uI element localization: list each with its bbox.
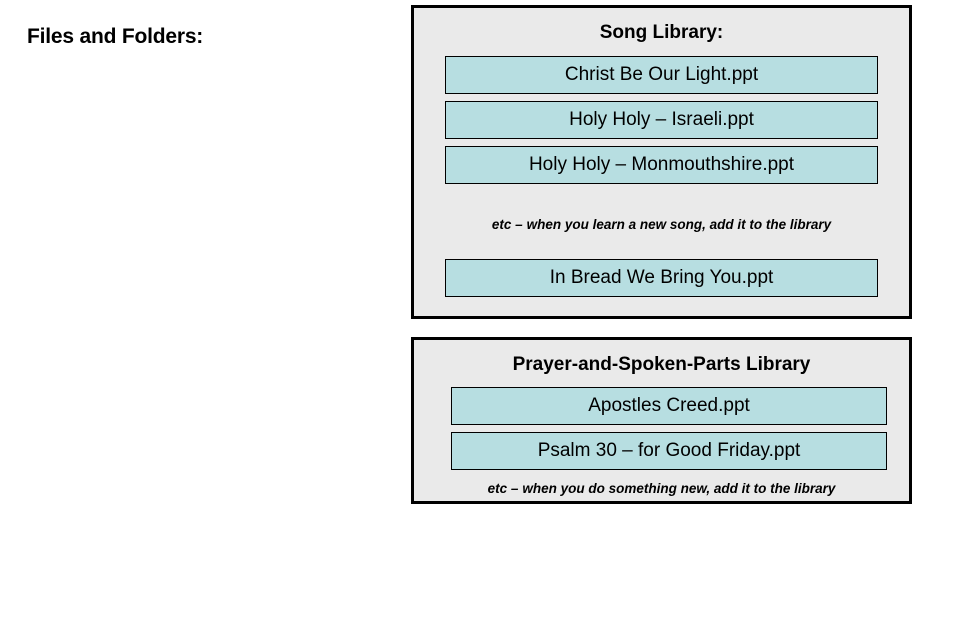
prayer-library-note-lead: etc – <box>487 481 519 496</box>
prayer-library-note: etc –when you do something new, add it t… <box>414 480 909 498</box>
list-item[interactable]: Holy Holy – Monmouthshire.ppt <box>445 146 878 184</box>
prayer-library-title: Prayer-and-Spoken-Parts Library <box>512 354 811 375</box>
list-item[interactable]: Apostles Creed.ppt <box>451 387 887 425</box>
prayer-library-note-text: when you do something new, add it to the… <box>522 481 836 496</box>
song-library-note-lead: etc – <box>491 217 523 232</box>
song-library-panel: Song Library: Christ Be Our Light.ppt Ho… <box>411 5 912 319</box>
song-library-item-list: Christ Be Our Light.ppt Holy Holy – Isra… <box>445 56 878 184</box>
song-library-title: Song Library: <box>599 22 724 43</box>
list-item[interactable]: Psalm 30 – for Good Friday.ppt <box>451 432 887 470</box>
song-library-note-text: when you learn a new song, add it to the… <box>526 217 832 232</box>
song-library-item-list-extra: In Bread We Bring You.ppt <box>445 259 878 297</box>
prayer-library-panel: Prayer-and-Spoken-Parts Library Apostles… <box>411 337 912 504</box>
song-library-note: etc –when you learn a new song, add it t… <box>414 216 909 234</box>
list-item[interactable]: In Bread We Bring You.ppt <box>445 259 878 297</box>
page-title: Files and Folders: <box>27 25 204 48</box>
prayer-library-item-list: Apostles Creed.ppt Psalm 30 – for Good F… <box>451 387 887 470</box>
list-item[interactable]: Christ Be Our Light.ppt <box>445 56 878 94</box>
list-item[interactable]: Holy Holy – Israeli.ppt <box>445 101 878 139</box>
